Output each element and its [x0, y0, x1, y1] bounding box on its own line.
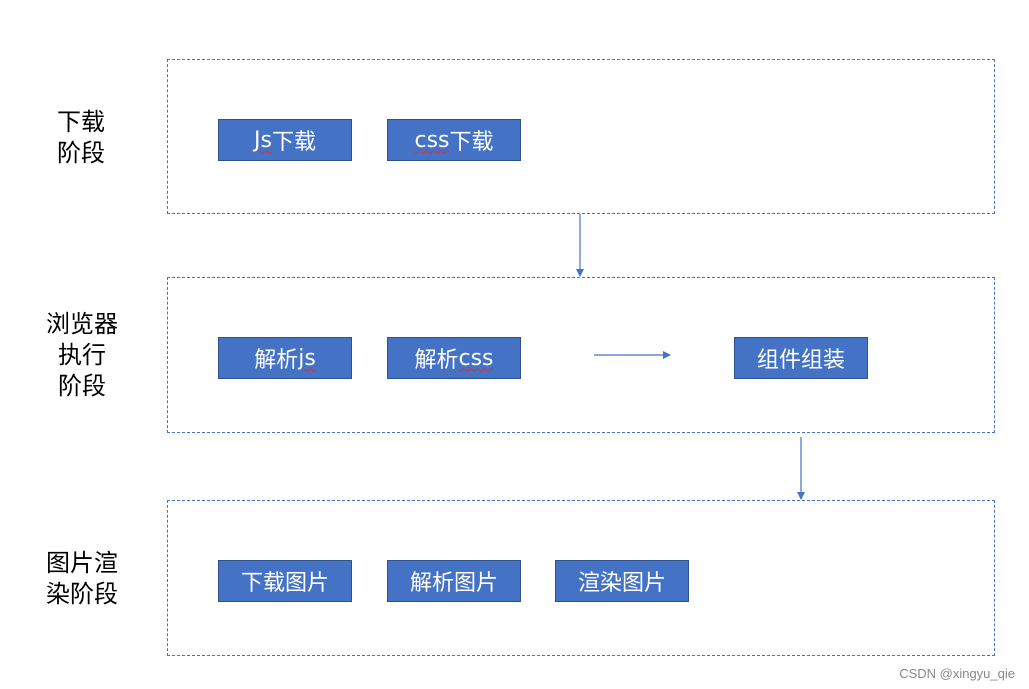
- box-css-download-prefix: css: [414, 127, 450, 153]
- box-js-download-suffix: 下载: [271, 130, 316, 155]
- stage-label-download: 下载 阶段: [57, 108, 105, 167]
- stage-image-render: [167, 500, 995, 656]
- box-parse-js-suffix: js: [298, 345, 316, 371]
- box-css-download-suffix: 下载: [449, 130, 494, 155]
- stage-label-browser-execute: 浏览器 执行 阶段: [46, 310, 118, 400]
- box-parse-css-suffix: css: [458, 345, 494, 371]
- box-parse-css-prefix: 解析: [414, 348, 459, 373]
- box-component-assembly: 组件组装: [734, 337, 868, 379]
- box-js-download-prefix: Js: [254, 127, 272, 153]
- stage-label-image-render: 图片渲 染阶段: [46, 549, 118, 608]
- box-parse-image: 解析图片: [387, 560, 521, 602]
- box-parse-js-prefix: 解析: [254, 348, 299, 373]
- watermark: CSDN @xingyu_qie: [899, 666, 1015, 681]
- box-render-image: 渲染图片: [555, 560, 689, 602]
- stage-browser-execute: [167, 277, 995, 433]
- box-download-image: 下载图片: [218, 560, 352, 602]
- stage-download: [167, 59, 995, 214]
